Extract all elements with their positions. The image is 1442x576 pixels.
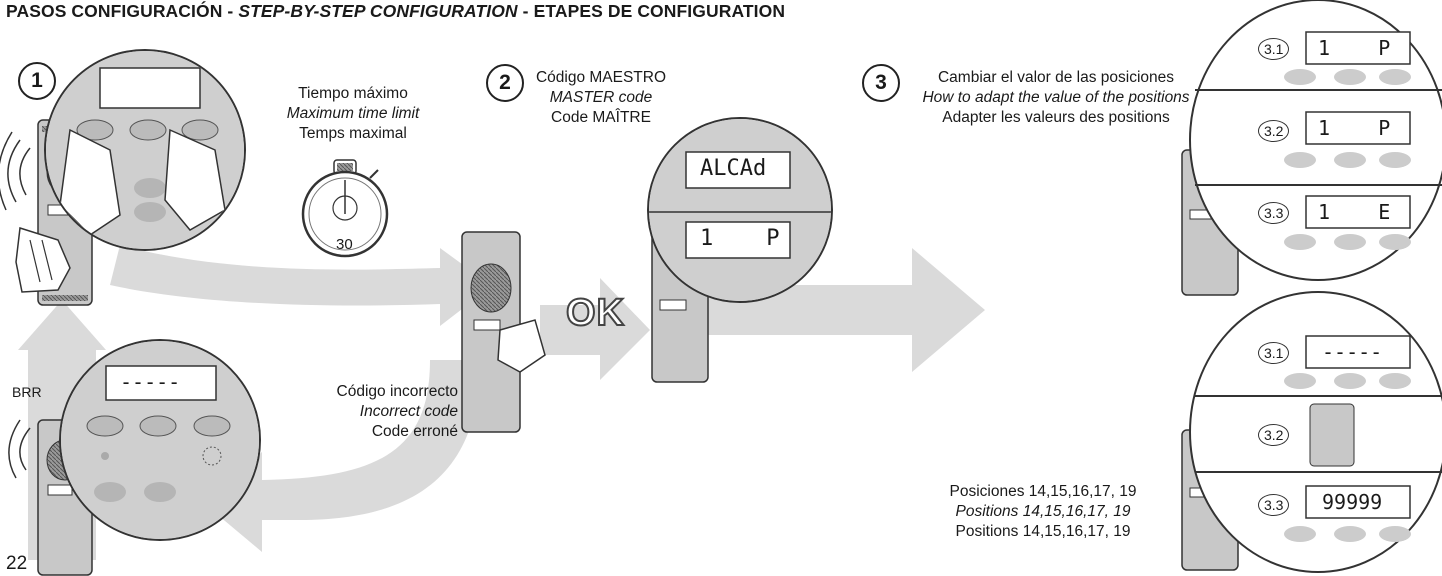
step3-top-sub3: 3.3 xyxy=(1258,202,1290,224)
step3-number: 3 xyxy=(862,64,900,102)
title-es: PASOS CONFIGURACIÓN - xyxy=(6,1,234,21)
error-zoom-circle xyxy=(59,339,261,541)
time-limit-caption: Tiempo máximo Maximum time limit Temps m… xyxy=(262,84,444,144)
positions-es: Posiciones 14,15,16,17, 19 xyxy=(949,483,1137,500)
step2-display-bottom: 1 P xyxy=(700,226,780,251)
change-en: How to adapt the value of the positions xyxy=(922,89,1190,106)
step3-bottom-sub3: 3.3 xyxy=(1258,494,1290,516)
step3-bottom-display3: 99999 xyxy=(1322,490,1383,514)
arrow-step1-to-step2 xyxy=(110,245,492,326)
step3-bottom-sub2: 3.2 xyxy=(1258,424,1290,446)
step2-display-top: ALCAd xyxy=(700,156,767,181)
ok-mark: OK xyxy=(565,291,625,335)
step1-zoom-circle xyxy=(44,49,246,251)
time-limit-es: Tiempo máximo xyxy=(298,85,408,102)
brr-label: BRR xyxy=(12,384,42,400)
step2-intercom-panel xyxy=(461,231,546,433)
step2-zoom-circle xyxy=(647,117,833,303)
step3-bottom-sub1: 3.1 xyxy=(1258,342,1290,364)
page-number: 22 xyxy=(6,553,28,574)
incorrect-code-caption: Código incorrecto Incorrect code Code er… xyxy=(298,382,458,442)
arrow-ok xyxy=(540,278,650,380)
step3-top-sub2: 3.2 xyxy=(1258,120,1290,142)
master-code-caption: Código MAESTRO MASTER code Code MAÎTRE xyxy=(526,68,676,128)
time-limit-en: Maximum time limit xyxy=(286,105,420,122)
page-title: PASOS CONFIGURACIÓN - STEP-BY-STEP CONFI… xyxy=(6,1,785,22)
arrow-error-return xyxy=(200,360,480,552)
error-display: ----- xyxy=(120,370,181,394)
step3-top-display1: 1 P xyxy=(1318,36,1391,60)
ring-waves-icon xyxy=(0,131,31,211)
positions-caption: Posiciones 14,15,16,17, 19 Positions 14,… xyxy=(918,482,1168,542)
master-fr: Code MAÎTRE xyxy=(551,109,651,126)
master-en: MASTER code xyxy=(549,89,653,106)
timer-value: 30 xyxy=(336,236,353,253)
stopwatch-icon xyxy=(301,159,389,258)
step3-top-sub1: 3.1 xyxy=(1258,38,1290,60)
change-positions-caption: Cambiar el valor de las posiciones How t… xyxy=(904,68,1208,128)
step3-top-zoom xyxy=(1189,0,1442,281)
step3-top-display2: 1 P xyxy=(1318,116,1391,140)
ring-waves-icon-2 xyxy=(8,419,31,479)
arrow-step2-to-step3 xyxy=(690,248,985,372)
title-en: STEP-BY-STEP CONFIGURATION xyxy=(238,1,518,21)
positions-en: Positions 14,15,16,17, 19 xyxy=(955,503,1131,520)
step3-bottom-display1: ----- xyxy=(1322,340,1383,364)
change-es: Cambiar el valor de las posiciones xyxy=(937,69,1175,86)
step3-bottom-zoom xyxy=(1189,291,1442,573)
error-en: Incorrect code xyxy=(359,403,458,420)
title-sep: - xyxy=(522,1,529,21)
error-es: Código incorrecto xyxy=(336,383,458,400)
hand-icon xyxy=(15,227,71,293)
step3-top-display3: 1 E xyxy=(1318,200,1391,224)
step1-number: 1 xyxy=(18,62,56,100)
error-fr: Code erroné xyxy=(371,423,458,440)
positions-fr: Positions 14,15,16,17, 19 xyxy=(955,523,1131,540)
change-fr: Adapter les valeurs des positions xyxy=(942,109,1170,126)
title-fr: ETAPES DE CONFIGURATION xyxy=(533,1,786,21)
master-es: Código MAESTRO xyxy=(535,69,667,86)
time-limit-fr: Temps maximal xyxy=(299,125,407,142)
step2-number: 2 xyxy=(486,64,524,102)
